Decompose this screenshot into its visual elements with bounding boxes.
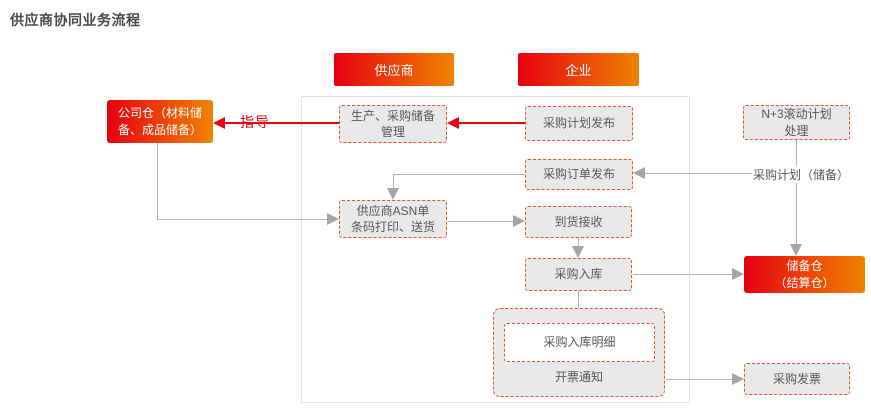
- node-supplier-asn: 供应商ASN单 条码打印、送货: [339, 200, 447, 238]
- node-purchase-plan-release: 采购计划发布: [525, 106, 633, 141]
- arrowhead-left-icon: [447, 117, 459, 129]
- lane-header-supplier: 供应商: [334, 53, 454, 86]
- node-purchase-invoice: 采购发票: [744, 363, 850, 395]
- connector-notice-to-invoice-line: [666, 379, 732, 380]
- node-invoice-notice-label: 开票通知: [554, 370, 603, 384]
- node-production-reserve-management: 生产、采购储备 管理: [339, 105, 447, 143]
- arrowhead-down-icon: [790, 244, 802, 256]
- node-arrival-receipt: 到货接收: [525, 206, 632, 238]
- lane-header-enterprise: 企业: [518, 53, 639, 86]
- connector-plan-to-production-line: [459, 122, 525, 124]
- node-reserve-warehouse: 储备仓 （结算仓）: [744, 256, 865, 293]
- connector-reserveplan-to-order-line: [645, 173, 796, 174]
- connector-warehouse-to-asn-hline: [157, 219, 327, 220]
- process-boundary: [301, 96, 690, 403]
- node-purchase-inbound: 采购入库: [525, 258, 632, 291]
- arrowhead-right-icon: [513, 215, 525, 227]
- arrowhead-right-icon: [732, 373, 744, 385]
- arrowhead-left-icon: [213, 117, 225, 129]
- connector-warehouse-to-asn-vline: [157, 143, 158, 219]
- node-company-warehouse: 公司仓（材料储 备、成品储备）: [107, 100, 213, 143]
- node-n3-rolling-plan: N+3滚动计划 处理: [743, 105, 850, 140]
- connector-n3-to-reserve-line: [796, 140, 797, 244]
- node-purchase-order-release: 采购订单发布: [525, 159, 633, 190]
- connector-inbound-to-reserve-line: [633, 274, 732, 275]
- connector-production-to-warehouse-line: [225, 122, 339, 124]
- connector-asn-to-arrival-line: [448, 221, 513, 222]
- edge-label-guidance: 指导: [240, 114, 270, 130]
- connector-arrival-to-inbound-line: [578, 238, 579, 247]
- connector-order-to-asn-vline: [393, 174, 394, 190]
- connector-inbound-to-detail-line: [578, 291, 579, 312]
- page-title: 供应商协同业务流程: [10, 12, 141, 28]
- node-purchase-inbound-detail: 采购入库明细: [504, 323, 655, 362]
- arrowhead-left-icon: [633, 167, 645, 179]
- arrowhead-right-icon: [327, 213, 339, 225]
- edge-label-purchase-plan-reserve: 采购计划（储备）: [752, 166, 851, 183]
- arrowhead-down-icon: [387, 188, 399, 200]
- connector-order-to-asn-hline: [393, 174, 525, 175]
- arrowhead-down-icon: [572, 246, 584, 258]
- arrowhead-right-icon: [732, 268, 744, 280]
